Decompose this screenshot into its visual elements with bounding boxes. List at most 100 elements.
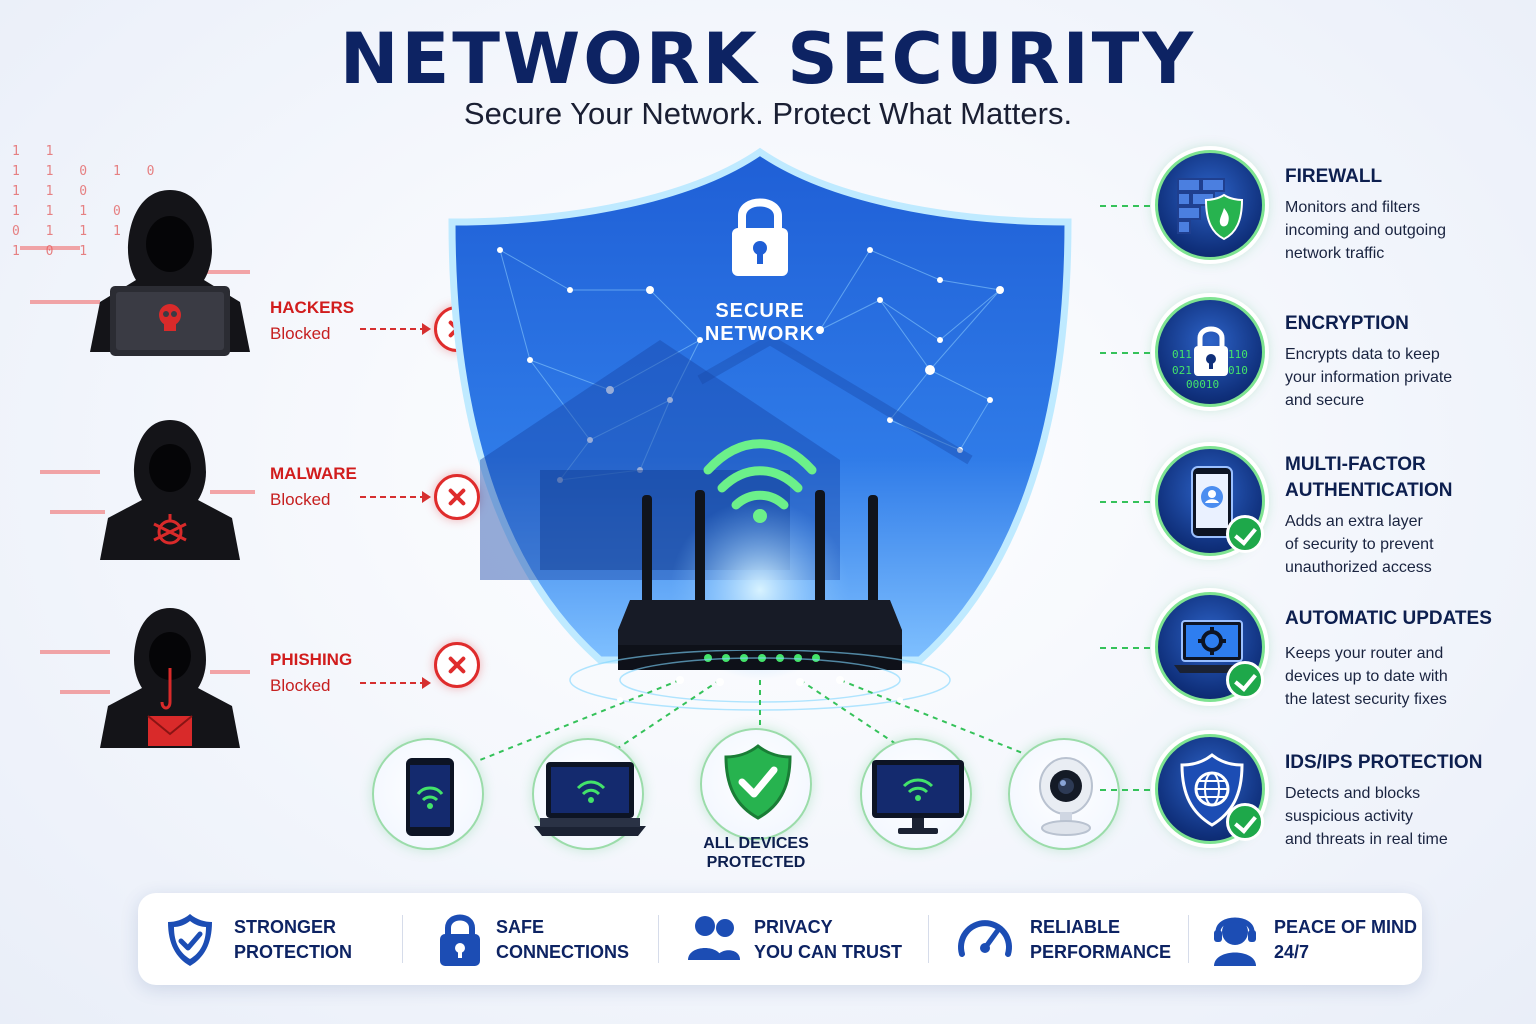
feature-desc-line: and secure: [1285, 392, 1365, 409]
feature-connector: [1100, 205, 1150, 207]
benefit-divider: [1188, 915, 1189, 963]
feature-icon-circle: [1155, 734, 1265, 844]
blocked-arrow: [360, 328, 426, 330]
feature-title: ENCRYPTION: [1285, 313, 1409, 334]
hacker-figure-icon: [100, 420, 240, 560]
benefit-label: STRONGER PROTECTION: [234, 915, 352, 965]
benefit-line: PRIVACY: [754, 917, 833, 937]
blocked-arrow: [360, 682, 426, 684]
feature-desc-line: the latest security fixes: [1285, 691, 1447, 708]
benefit-divider: [928, 915, 929, 963]
benefit-label: PEACE OF MIND 24/7: [1274, 915, 1417, 965]
blocked-x-icon: [434, 474, 480, 520]
arrow-head-icon: [422, 491, 431, 503]
glitch-line: [40, 650, 110, 654]
feature-icon-circle: [1155, 592, 1265, 702]
all-devices-protected-label: ALL DEVICES PROTECTED: [680, 834, 832, 872]
feature-icon-circle: [1155, 446, 1265, 556]
glitch-line: [50, 510, 105, 514]
feature-desc-line: and threats in real time: [1285, 831, 1448, 848]
glitch-line: [200, 270, 250, 274]
smartphone-icon: [406, 758, 454, 836]
feature-title: MULTI-FACTOR AUTHENTICATION: [1285, 452, 1452, 504]
page-title: NETWORK SECURITY: [339, 18, 1197, 100]
feature-desc: Encrypts data to keep your information p…: [1285, 343, 1515, 412]
benefits-bar: STRONGER PROTECTION SAFE CONNECTIONS PRI…: [138, 893, 1422, 985]
device-monitor: [860, 738, 972, 850]
binary-stream: 1 1 1 1 0 1 0 1 1 0 1 1 1 0 1 0 1 1 1 1 …: [12, 144, 164, 259]
threat-status: Blocked: [270, 490, 331, 509]
benefit-line: YOU CAN TRUST: [754, 942, 902, 962]
svg-text:00010: 00010: [1186, 378, 1219, 391]
feature-title: AUTOMATIC UPDATES: [1285, 608, 1492, 629]
secure-network-label: SECURE NETWORK: [440, 300, 1080, 346]
threat-malware: MALWARE Blocked: [20, 400, 490, 570]
device-smartphone: [372, 738, 484, 850]
feature-connector: [1100, 501, 1150, 503]
glitch-line: [30, 300, 100, 304]
feature-title: IDS/IPS PROTECTION: [1285, 752, 1483, 773]
threat-label: MALWARE: [270, 464, 357, 483]
threat-hackers: 1 1 1 1 0 1 0 1 1 0 1 1 1 0 1 0 1 1 1 1 …: [12, 144, 490, 356]
benefit-line: PROTECTION: [234, 942, 353, 962]
feature-desc-line: of security to prevent: [1285, 536, 1434, 553]
arrow-head-icon: [422, 677, 431, 689]
device-laptop: [532, 738, 646, 850]
feature-desc-line: network traffic: [1285, 245, 1385, 262]
feature-desc: Monitors and filters incoming and outgoi…: [1285, 196, 1515, 265]
threat-label: HACKERS: [270, 298, 355, 317]
benefit-line: STRONGER: [234, 917, 337, 937]
glitch-line: [60, 690, 110, 694]
glitch-line: [40, 470, 100, 474]
feature-desc-line: devices up to date with: [1285, 668, 1448, 685]
secure-network-line1: SECURE: [715, 300, 805, 322]
page-subtitle: Secure Your Network. Protect What Matter…: [463, 96, 1073, 131]
feature-desc-line: Monitors and filters: [1285, 199, 1421, 216]
check-badge-icon: [1226, 515, 1264, 553]
padlock-icon: [732, 198, 788, 276]
device-protected-shield: [700, 728, 812, 840]
feature-connector: [1100, 352, 1150, 354]
check-badge-icon: [1226, 803, 1264, 841]
firewall-icon: [1177, 178, 1244, 241]
padlock-icon: [440, 914, 480, 966]
benefit-line: SAFE: [496, 917, 545, 937]
feature-title: FIREWALL: [1285, 166, 1383, 187]
feature-icon-circle: [1155, 150, 1265, 260]
benefit-label: RELIABLE PERFORMANCE: [1030, 915, 1171, 965]
laptop-icon: [534, 762, 646, 836]
feature-connector: [1100, 647, 1150, 649]
shield-graphic: [448, 147, 1072, 680]
users-icon: [688, 916, 740, 960]
glitch-line: [210, 490, 255, 494]
laptop-gear-icon: [1174, 620, 1250, 673]
benefit-line: CONNECTIONS: [496, 942, 630, 962]
benefit-line: RELIABLE: [1030, 917, 1120, 937]
feature-desc-line: Keeps your router and: [1285, 645, 1444, 662]
speedometer-icon: [958, 920, 1012, 957]
svg-text:011: 011: [1172, 348, 1192, 361]
svg-text:010: 010: [1228, 364, 1248, 377]
protected-line1: ALL DEVICES: [703, 835, 809, 852]
hacker-figure-icon: [100, 608, 240, 748]
hacker-figure-icon: [90, 190, 250, 356]
threat-status: Blocked: [270, 676, 331, 695]
svg-text:021: 021: [1172, 364, 1192, 377]
feature-desc-line: unauthorized access: [1285, 559, 1432, 576]
feature-firewall: FIREWALL Monitors and filters incoming a…: [1100, 150, 1520, 280]
feature-automatic-updates: AUTOMATIC UPDATES Keeps your router and …: [1100, 592, 1520, 722]
feature-desc: Keeps your router and devices up to date…: [1285, 642, 1515, 711]
feature-desc: Detects and blocks suspicious activity a…: [1285, 782, 1515, 851]
feature-connector: [1100, 789, 1150, 791]
benefit-label: SAFE CONNECTIONS: [496, 915, 629, 965]
feature-desc-line: your information private: [1285, 369, 1453, 386]
threat-label: PHISHING: [270, 650, 353, 669]
threat-phishing: PHISHING Blocked: [20, 590, 490, 760]
feature-desc-line: suspicious activity: [1285, 808, 1414, 825]
blocked-x-icon: [434, 642, 480, 688]
feature-ids-ips: IDS/IPS PROTECTION Detects and blocks su…: [1100, 734, 1520, 864]
glitch-line: [210, 670, 250, 674]
